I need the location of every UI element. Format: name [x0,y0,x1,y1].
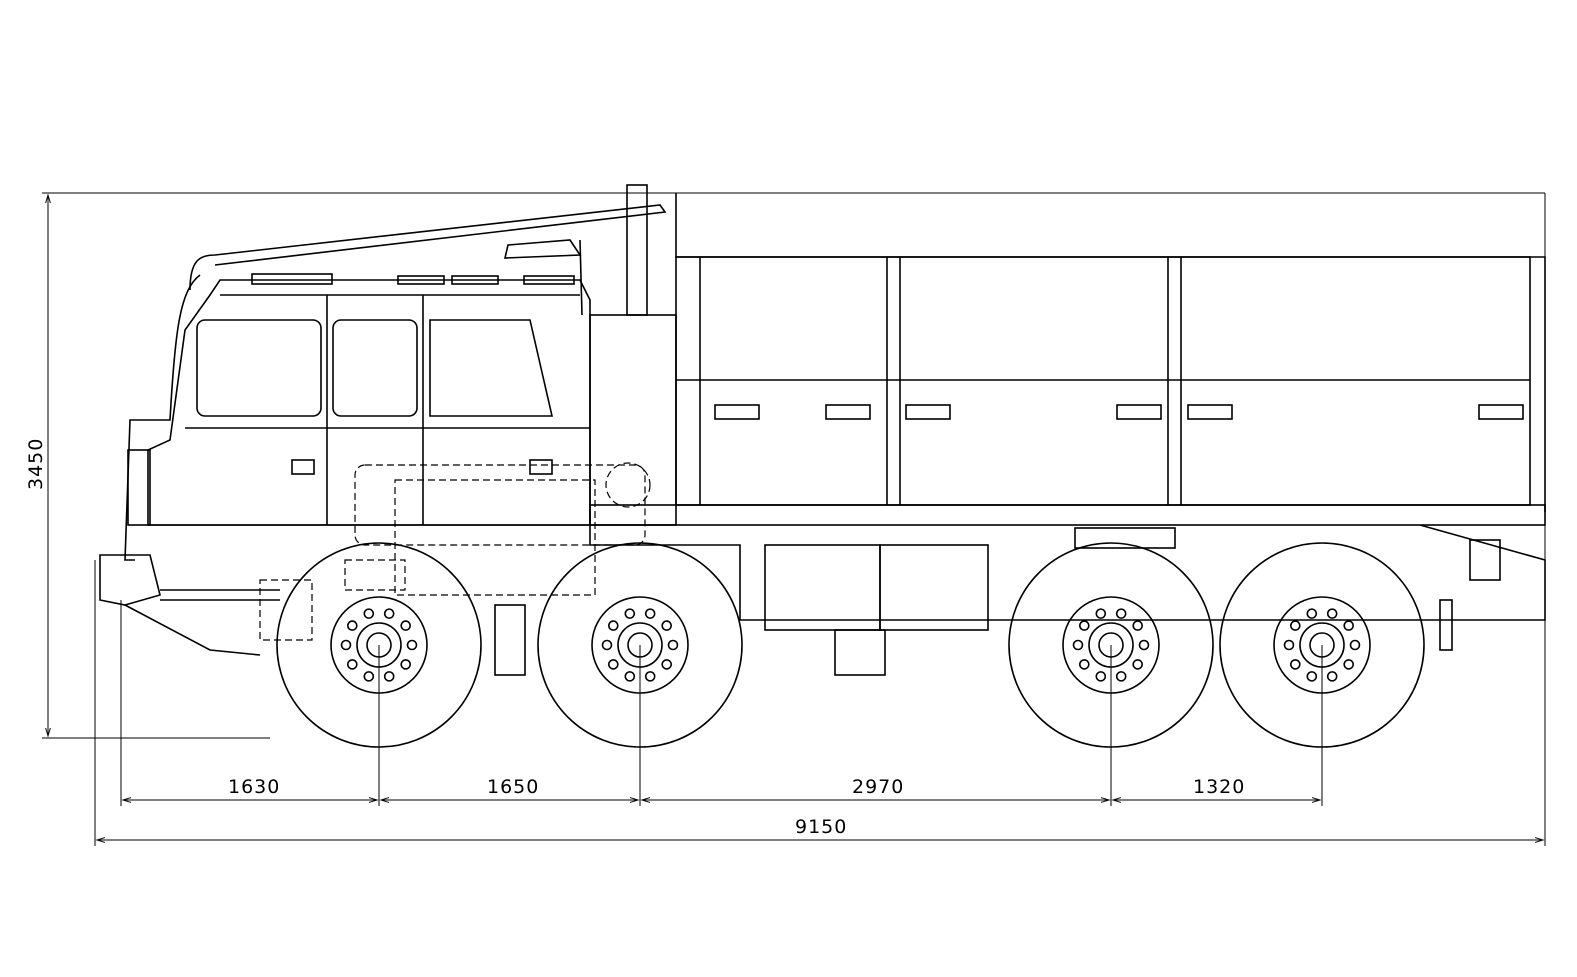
wheel-4 [1219,542,1425,748]
wheel-1 [276,542,482,748]
lug-nut [1095,671,1107,682]
lug-nut [1343,620,1354,631]
lug-nut [347,659,358,670]
engine-hidden-lines [259,462,651,641]
wheels [276,542,1425,748]
lug-nut [340,639,352,651]
lug-nut [644,671,656,682]
lug-nut [624,671,636,682]
axle-3-4-label: 1320 [1193,776,1245,798]
axle-dimensions: 1630 1650 2970 1320 9150 [95,776,1545,843]
axle-2-3-label: 2970 [852,776,904,798]
wheel-2 [537,542,743,748]
lug-nut [1306,671,1318,682]
lug-nut [601,639,613,651]
lug-nut [1290,620,1301,631]
lug-nut [1132,620,1143,631]
extension-lines [94,193,1546,846]
cab [124,184,677,561]
wheel-3 [1008,542,1214,748]
lug-nut [1283,639,1295,651]
lug-nut [1115,608,1127,619]
lug-nut [624,608,636,619]
lug-nut [1138,639,1150,651]
lug-nut [608,659,619,670]
lug-nut [661,620,672,631]
lug-nut [383,671,395,682]
lug-nut [400,620,411,631]
lug-nut [400,659,411,670]
axle-1-2-label: 1650 [487,776,539,798]
lug-nut [363,671,375,682]
lug-nut [347,620,358,631]
lug-nut [1349,639,1361,651]
lug-nut [1079,620,1090,631]
front-overhang-label: 1630 [228,776,280,798]
lug-nut [661,659,672,670]
lug-nut [1079,659,1090,670]
lug-nut [406,639,418,651]
lug-nut [1132,659,1143,670]
lug-nut [383,608,395,619]
lug-nut [1306,608,1318,619]
lug-nut [1095,608,1107,619]
lug-nut [608,620,619,631]
cargo-body [589,193,1546,526]
lug-nut [1290,659,1301,670]
lug-nut [1326,671,1338,682]
lug-nut [363,608,375,619]
height-label: 3450 [25,438,47,490]
lug-nut [1115,671,1127,682]
height-dimension: 3450 [25,192,1545,739]
lug-nut [667,639,679,651]
lug-nut [1326,608,1338,619]
chassis-frame [99,524,1546,676]
overall-length-label: 9150 [795,816,847,838]
lug-nut [1343,659,1354,670]
lug-nut [644,608,656,619]
lug-nut [1072,639,1084,651]
